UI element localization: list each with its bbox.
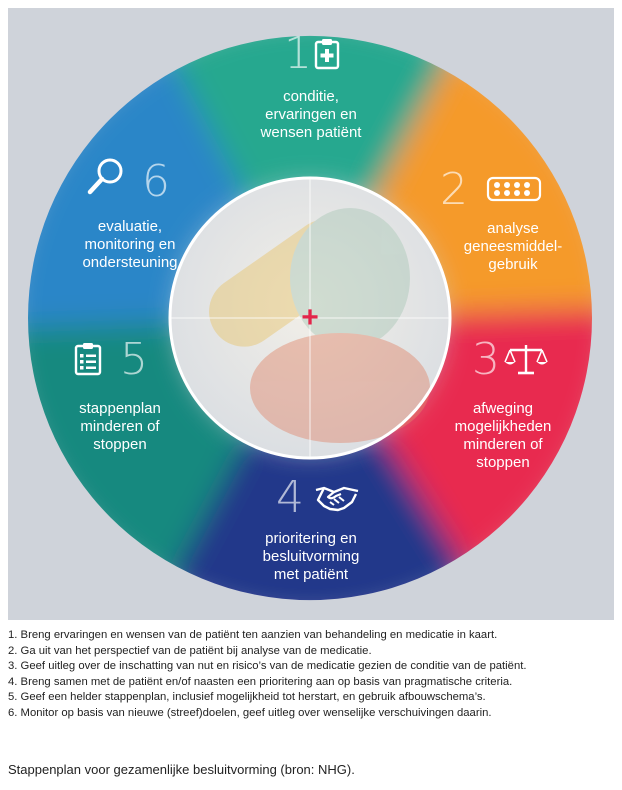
ring-segment-4 — [149, 428, 471, 601]
step-5-number: 5 — [120, 334, 148, 385]
cycle-diagram: + 1 conditie, ervaringen en wensen patië… — [8, 8, 614, 620]
pill-photo — [209, 208, 430, 443]
cycle-ring: + — [27, 35, 593, 601]
step-3-number: 3 — [472, 334, 500, 385]
note-item: 1. Breng ervaringen en wensen van de pat… — [8, 629, 498, 641]
checklist-icon — [74, 343, 102, 376]
note-item: 4. Breng samen met de patiënt en/of naas… — [8, 675, 513, 688]
step-5-label: stappenplan minderen of stoppen — [79, 400, 161, 453]
medical-clipboard-icon — [314, 39, 340, 70]
pill-blister-icon — [486, 176, 542, 202]
ring-segment-1 — [149, 35, 471, 208]
handshake-icon — [315, 486, 359, 512]
step-6-number: 6 — [142, 156, 170, 207]
step-2-label: analyse geneesmiddel- gebruik — [463, 220, 563, 273]
scales-icon — [504, 345, 548, 375]
note-item: 3. Geef uitleg over de inschatting van n… — [8, 660, 527, 672]
step-2-number: 2 — [440, 164, 468, 215]
step-1-label: conditie, ervaringen en wensen patiënt — [260, 88, 362, 141]
inner-border — [168, 176, 452, 460]
step-6-label: evaluatie, monitoring en ondersteuning — [82, 218, 178, 271]
note-item: 5. Geef een helder stappenplan, inclusie… — [8, 691, 486, 703]
step-4-label: prioritering en besluitvorming met patië… — [262, 530, 360, 583]
step-notes-list: 1. Breng ervaringen en wensen van de pat… — [8, 628, 614, 721]
magnifier-icon — [87, 158, 123, 195]
step-3-label: afweging mogelijkheden minderen of stopp… — [454, 400, 552, 471]
note-item: 2. Ga uit van het perspectief van de pat… — [8, 644, 372, 657]
center-plus-icon: + — [301, 301, 319, 334]
figure-caption: Stappenplan voor gezamenlijke besluitvor… — [8, 762, 355, 777]
step-1-number: 1 — [284, 28, 312, 79]
step-4-number: 4 — [276, 472, 304, 523]
note-item: 6. Monitor op basis van nieuwe (streef)d… — [8, 706, 492, 719]
